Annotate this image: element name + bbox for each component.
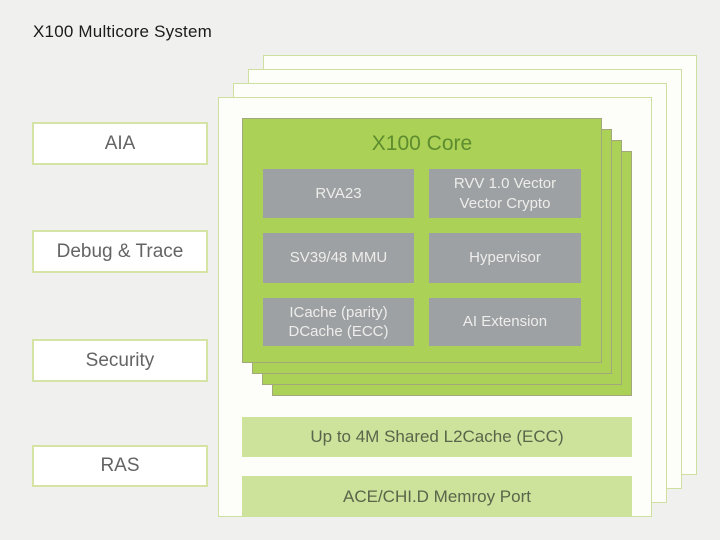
core-title: X100 Core bbox=[371, 132, 473, 155]
sidebar-item-debug-trace: Debug & Trace bbox=[32, 230, 208, 273]
memory-port-bar-label: ACE/CHI.D Memroy Port bbox=[343, 486, 531, 506]
sidebar-item-label: Security bbox=[85, 349, 155, 371]
core-feature-ai-extension: AI Extension bbox=[429, 298, 581, 346]
sidebar-item-security: Security bbox=[32, 339, 208, 382]
sidebar-item-ras: RAS bbox=[32, 445, 208, 487]
sidebar-item-label: RAS bbox=[100, 455, 140, 476]
core-feature-hypervisor: Hypervisor bbox=[429, 233, 581, 283]
core-feature-rva23: RVA23 bbox=[263, 169, 414, 218]
sidebar-item-label: AIA bbox=[104, 132, 136, 154]
core-feature-sv39-48-mmu: SV39/48 MMU bbox=[263, 233, 414, 283]
core-feature-rvv-vector-crypto: RVV 1.0 Vector Vector Crypto bbox=[429, 169, 581, 218]
x100-core-block: X100 Core RVA23 RVV 1.0 Vector Vector Cr… bbox=[242, 118, 602, 363]
page-title: X100 Multicore System bbox=[33, 22, 212, 41]
l2cache-bar: Up to 4M Shared L2Cache (ECC) bbox=[242, 417, 632, 457]
l2cache-bar-label: Up to 4M Shared L2Cache (ECC) bbox=[310, 427, 564, 446]
sidebar-item-aia: AIA bbox=[32, 122, 208, 165]
sidebar-item-label: Debug & Trace bbox=[56, 240, 184, 262]
memory-port-bar: ACE/CHI.D Memroy Port bbox=[242, 476, 632, 517]
core-feature-icache-dcache: ICache (parity) DCache (ECC) bbox=[263, 298, 414, 346]
